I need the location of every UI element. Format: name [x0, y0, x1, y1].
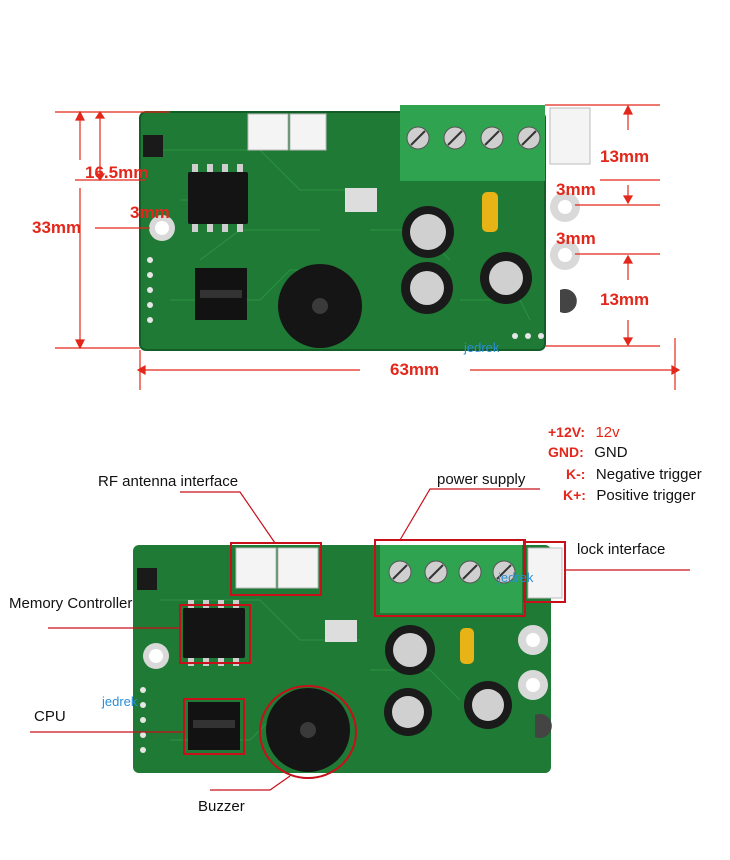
dim-hole-right-bottom: 3mm — [556, 229, 596, 248]
legend-row-k-plus: K+: Positive trigger — [563, 487, 696, 505]
dim-width: 63mm — [390, 360, 440, 379]
dim-right-top: 13mm — [600, 147, 650, 166]
legend-row-12v: +12V: 12v — [548, 424, 620, 442]
legend-key: K+: — [563, 487, 586, 503]
legend-key: +12V: — [548, 424, 585, 440]
legend-value: GND — [594, 444, 628, 461]
label-cpu: CPU — [34, 708, 66, 725]
label-power-supply: power supply — [437, 471, 526, 488]
legend-value: Negative trigger — [595, 466, 702, 483]
legend-value: Positive trigger — [596, 487, 696, 504]
dim-hole-right-top: 3mm — [556, 180, 596, 199]
label-buzzer: Buzzer — [198, 798, 245, 815]
dim-top-height: 16.5mm — [85, 163, 149, 182]
dim-hole-left: 3mm — [130, 203, 170, 222]
dim-right-bottom: 13mm — [600, 290, 650, 309]
legend-row-gnd: GND: GND — [548, 444, 628, 462]
legend-row-k-minus: K-: Negative trigger — [566, 466, 702, 484]
watermark-top: jedrek — [464, 340, 500, 355]
watermark-bottom-left: jedrek — [102, 694, 138, 709]
label-memory-controller: Memory Controller — [9, 595, 133, 612]
legend-key: GND: — [548, 444, 584, 460]
legend-key: K-: — [566, 466, 586, 482]
label-rf-antenna: RF antenna interface — [98, 473, 239, 490]
label-lock-interface: lock interface — [577, 541, 666, 558]
watermark-bottom-right: jedrek — [498, 570, 534, 585]
dim-total-height: 33mm — [32, 218, 82, 237]
legend-value: 12v — [595, 424, 620, 441]
